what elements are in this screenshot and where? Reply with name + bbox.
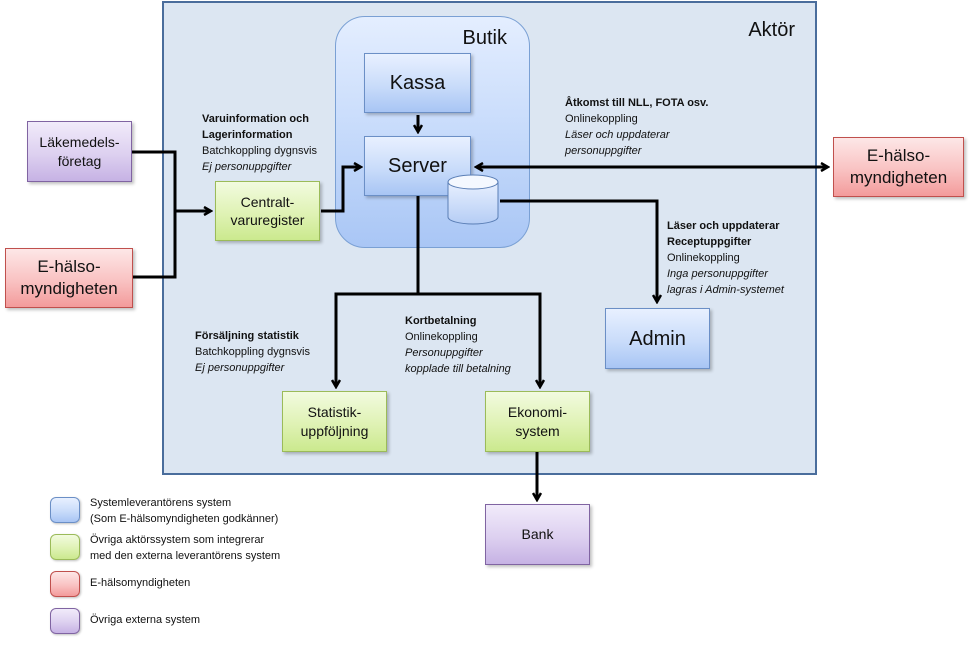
legend-text-red: E-hälsomyndigheten xyxy=(90,575,190,591)
node-ehalso-right-line2: myndigheten xyxy=(849,168,948,187)
node-ekonomi-line2: system xyxy=(515,422,560,439)
annotation-kortbetalning: Kortbetalning Onlinekoppling Personuppgi… xyxy=(405,313,511,377)
legend-purple-line1: Övriga externa system xyxy=(90,614,201,626)
annotation-forsaljning-type: Batchkoppling dygnsvis xyxy=(195,346,310,358)
node-kassa-label: Kassa xyxy=(389,72,446,94)
butik-label: Butik xyxy=(462,27,507,49)
database-icon xyxy=(447,174,499,225)
node-statistikuppfoljning[interactable]: Statistik-uppföljning xyxy=(282,391,387,452)
node-ehalsomyndigheten-left[interactable]: E-hälso-myndigheten xyxy=(5,248,133,308)
annotation-forsaljning-note: Ej personuppgifter xyxy=(195,362,285,374)
node-centralt-line2: varuregister xyxy=(230,212,305,228)
annotation-recept-note2: lagras i Admin-systemet xyxy=(667,284,784,296)
connector-ehalso-centralt xyxy=(133,211,177,279)
node-ehalso-left-line1: E-hälso- xyxy=(37,256,101,276)
annotation-atkomst: Åtkomst till NLL, FOTA osv. Onlinekoppli… xyxy=(565,95,708,159)
legend-swatch-purple xyxy=(50,608,80,634)
annotation-recept-note1: Inga personuppgifter xyxy=(667,268,768,280)
legend-green-line2: med den externa leverantörens system xyxy=(90,550,281,562)
node-lakemedelsforetag[interactable]: Läkemedels-företag xyxy=(27,121,132,182)
annotation-atkomst-note1: Läser och uppdaterar xyxy=(565,129,670,141)
node-ehalso-left-line2: myndigheten xyxy=(20,279,118,298)
annotation-atkomst-note2: personuppgifter xyxy=(565,145,642,157)
annotation-kortbetalning-note1: Personuppgifter xyxy=(405,347,483,359)
node-lakemedel-line2: företag xyxy=(57,152,102,169)
connector-server-ekonomi xyxy=(418,292,540,387)
node-server-label: Server xyxy=(388,155,447,177)
annotation-recept-title1: Läser och uppdaterar xyxy=(667,220,780,232)
node-centralt-line1: Centralt- xyxy=(240,193,295,210)
legend-swatch-red xyxy=(50,571,80,597)
legend-text-blue: Systemleverantörens system (Som E-hälsom… xyxy=(90,495,278,527)
legend-blue-line2: (Som E-hälsomyndigheten godkänner) xyxy=(90,513,279,525)
node-kassa[interactable]: Kassa xyxy=(364,53,471,113)
legend-swatch-green xyxy=(50,534,80,560)
annotation-varuinfo-title2: Lagerinformation xyxy=(202,129,293,141)
node-statistik-line1: Statistik- xyxy=(307,404,362,421)
annotation-varuinfo-type: Batchkoppling dygnsvis xyxy=(202,145,317,157)
connector-lakemedel-centralt xyxy=(132,150,211,211)
node-admin-label: Admin xyxy=(629,327,686,350)
connector-db-admin xyxy=(500,199,657,302)
annotation-varuinfo-note: Ej personuppgifter xyxy=(202,161,292,173)
connector-server-statistik xyxy=(336,196,420,387)
node-admin[interactable]: Admin xyxy=(605,308,710,369)
annotation-recept-title2: Receptuppgifter xyxy=(667,236,752,248)
legend-text-green: Övriga aktörssystem som integrerar med d… xyxy=(90,532,280,564)
annotation-varuinfo: Varuinformation och Lagerinformation Bat… xyxy=(202,111,317,175)
annotation-kortbetalning-title: Kortbetalning xyxy=(405,315,477,327)
legend-text-purple: Övriga externa system xyxy=(90,612,200,628)
annotation-forsaljning: Försäljning statistik Batchkoppling dygn… xyxy=(195,328,310,376)
node-bank-label: Bank xyxy=(521,526,554,543)
annotation-kortbetalning-note2: kopplade till betalning xyxy=(405,363,511,375)
annotation-atkomst-title: Åtkomst till NLL, FOTA osv. xyxy=(565,97,709,109)
legend-blue-line1: Systemleverantörens system xyxy=(90,497,232,509)
legend-red-line1: E-hälsomyndigheten xyxy=(90,577,191,589)
aktor-label: Aktör xyxy=(748,19,795,41)
node-statistik-line2: uppföljning xyxy=(300,422,369,439)
node-server[interactable]: Server xyxy=(364,136,471,196)
legend-swatch-blue xyxy=(50,497,80,523)
connector-centralt-server xyxy=(321,167,361,213)
node-bank[interactable]: Bank xyxy=(485,504,590,565)
node-ehalsomyndigheten-right[interactable]: E-hälso-myndigheten xyxy=(833,137,964,197)
node-ekonomi-line1: Ekonomi- xyxy=(507,404,568,421)
annotation-kortbetalning-type: Onlinekoppling xyxy=(405,331,478,343)
annotation-recept: Läser och uppdaterar Receptuppgifter Onl… xyxy=(667,218,784,298)
annotation-atkomst-type: Onlinekoppling xyxy=(565,113,638,125)
node-lakemedel-line1: Läkemedels- xyxy=(39,134,120,151)
node-ehalso-right-line1: E-hälso- xyxy=(866,145,931,165)
annotation-varuinfo-title1: Varuinformation och xyxy=(202,113,309,125)
node-centralt-varuregister[interactable]: Centralt-varuregister xyxy=(215,181,320,241)
annotation-forsaljning-title: Försäljning statistik xyxy=(195,330,299,342)
annotation-recept-type: Onlinekoppling xyxy=(667,252,740,264)
node-ekonomisystem[interactable]: Ekonomi-system xyxy=(485,391,590,452)
legend-green-line1: Övriga aktörssystem som integrerar xyxy=(90,534,265,546)
